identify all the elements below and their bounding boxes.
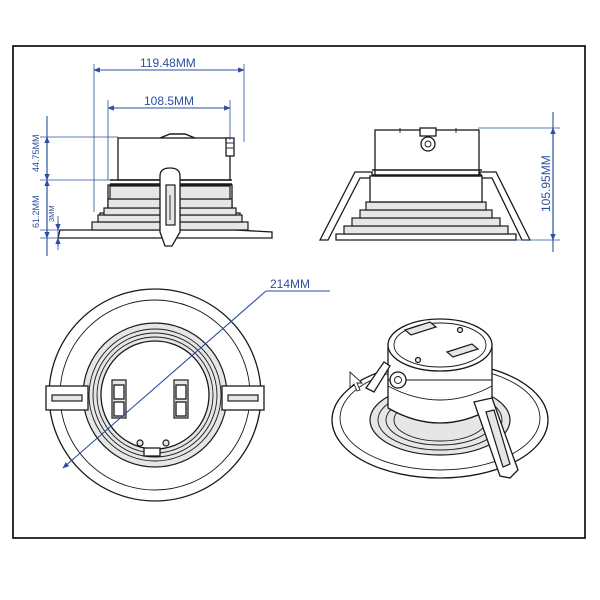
- dim-overall-width: 119.48MM: [140, 56, 196, 70]
- top-plan-view: 214MM: [45, 277, 330, 502]
- dim-bezel-height: 61.2MM: [31, 195, 41, 228]
- isometric-view: [331, 318, 549, 479]
- dim-lip-height: 3MM: [47, 205, 56, 222]
- dim-body-height: 44.75MM: [31, 134, 41, 172]
- dim-body-width: 108.5MM: [144, 94, 194, 108]
- dim-outer-diameter: 214MM: [270, 277, 310, 291]
- dim-total-height: 105.95MM: [539, 155, 553, 212]
- front-elevation-view: 119.48MM 108.5MM 44.75MM 61.2MM 3MM: [31, 56, 273, 256]
- cursor-icon: [349, 370, 364, 392]
- side-elevation-view: 105.95MM: [318, 112, 560, 252]
- drawing-frame: [12, 45, 586, 539]
